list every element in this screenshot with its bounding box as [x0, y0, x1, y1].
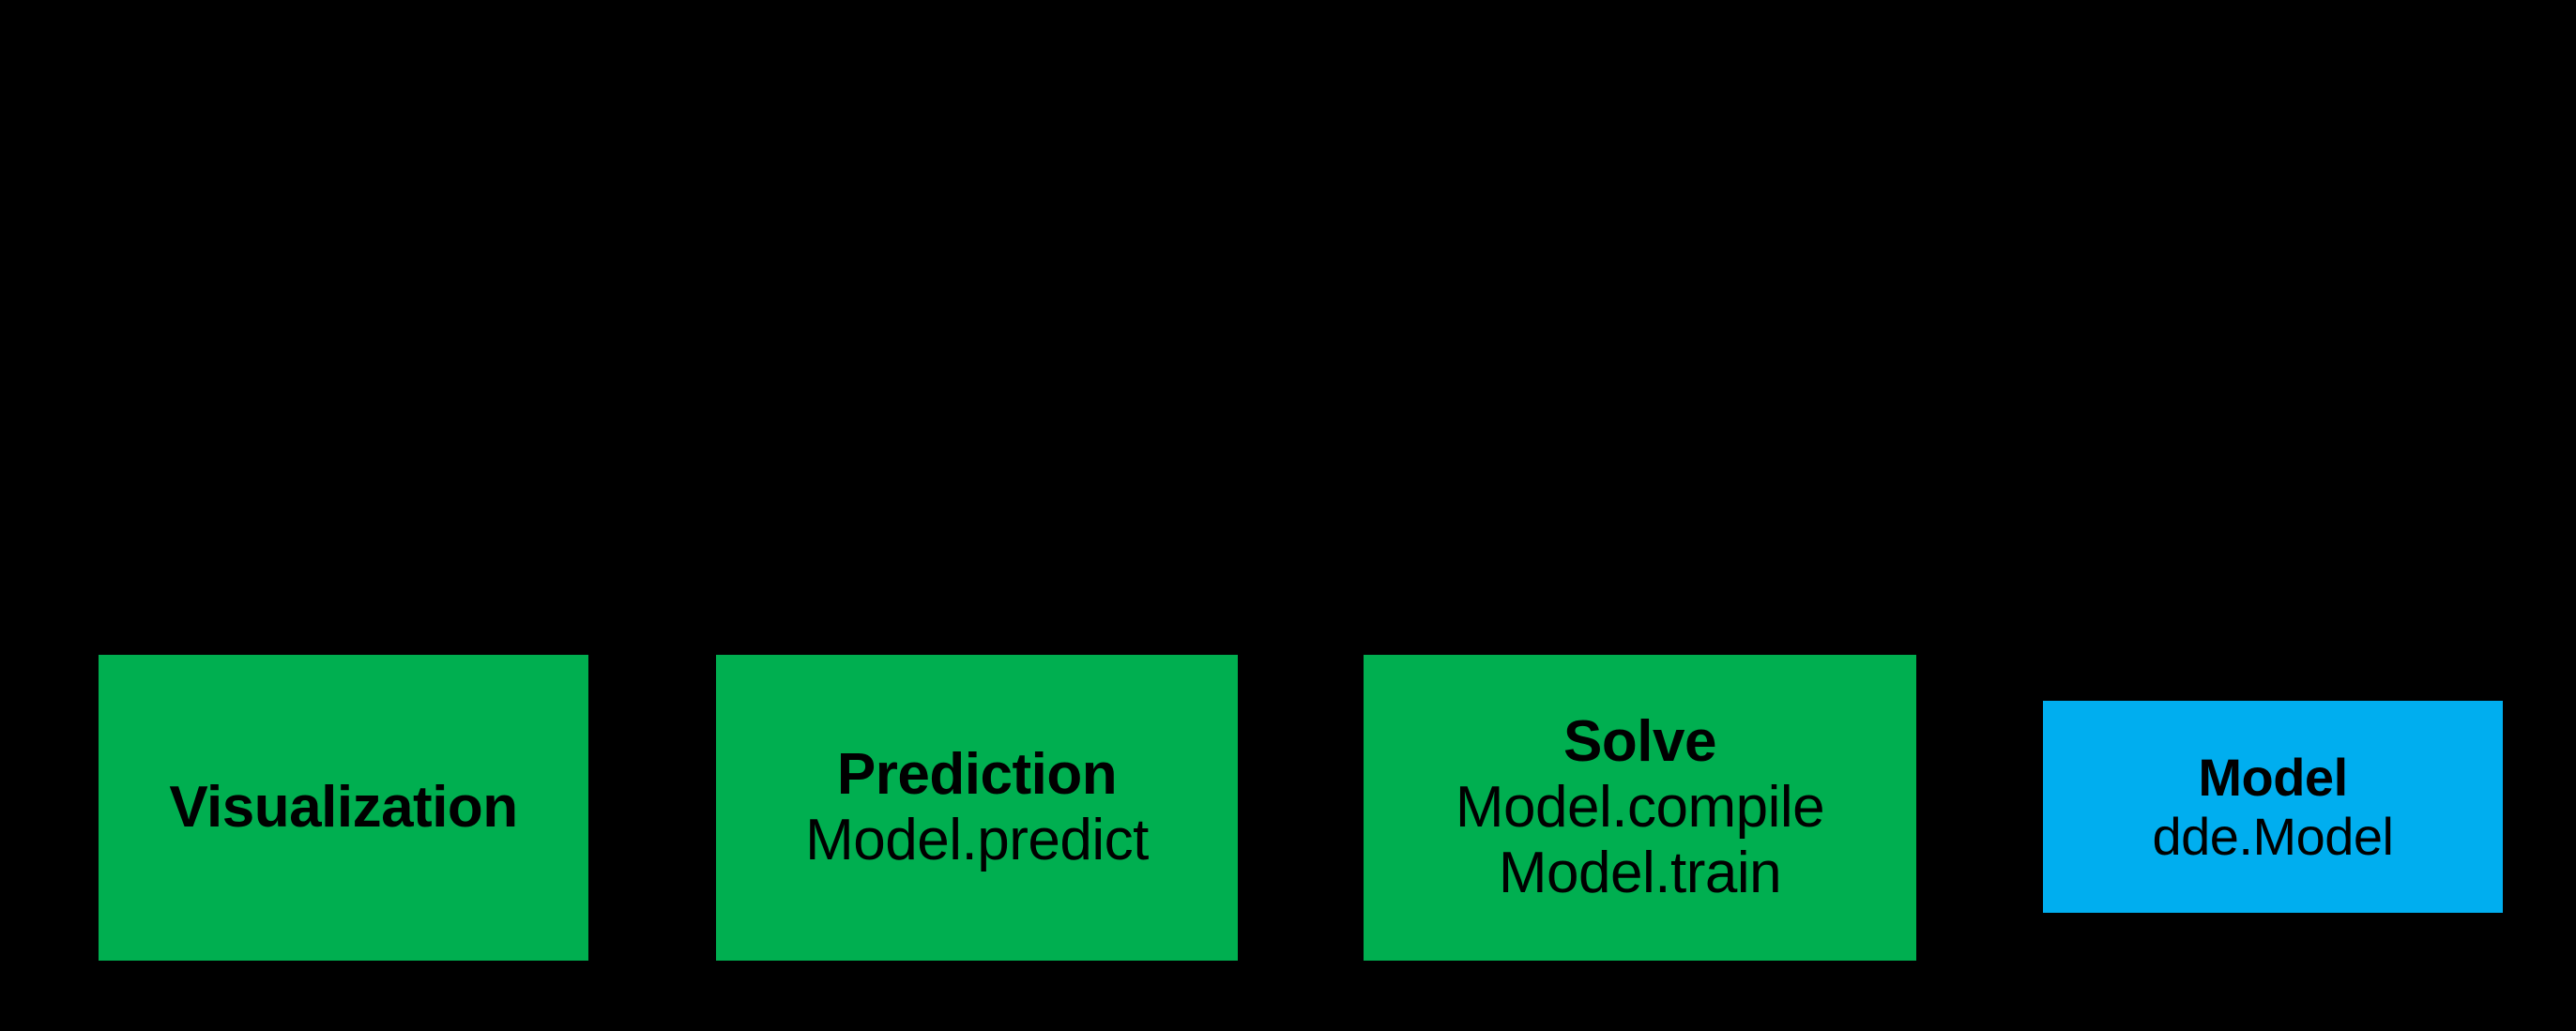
- node-solve[interactable]: Solve Model.compile Model.train: [1364, 655, 1916, 961]
- node-visualization[interactable]: Visualization: [99, 655, 588, 961]
- node-prediction-line-1: Prediction: [836, 741, 1118, 807]
- node-solve-line-3: Model.train: [1498, 841, 1782, 906]
- node-model[interactable]: Model dde.Model: [2043, 701, 2503, 913]
- node-solve-line-2: Model.compile: [1455, 774, 1825, 840]
- node-prediction[interactable]: Prediction Model.predict: [716, 655, 1238, 961]
- node-model-line-2: dde.Model: [2152, 807, 2394, 866]
- node-model-line-1: Model: [2198, 747, 2348, 807]
- node-prediction-line-2: Model.predict: [805, 808, 1149, 872]
- node-visualization-line-1: Visualization: [169, 774, 518, 840]
- node-solve-line-1: Solve: [1563, 708, 1716, 774]
